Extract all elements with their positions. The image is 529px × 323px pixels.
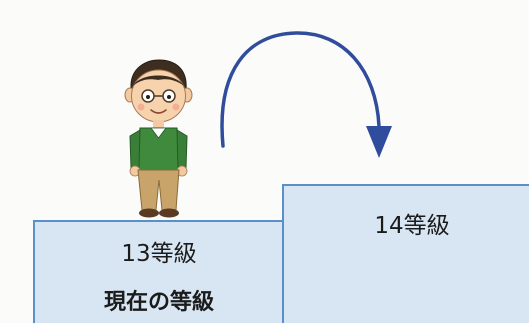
next-grade-label: 14等級 xyxy=(374,213,450,239)
person-icon xyxy=(124,59,193,218)
current-grade-label: 13等級 xyxy=(121,241,197,267)
next-grade-step: 14等級 xyxy=(282,184,529,323)
current-grade-step: 13等級 現在の等級 xyxy=(33,220,285,323)
current-grade-caption: 現在の等級 xyxy=(103,290,214,315)
